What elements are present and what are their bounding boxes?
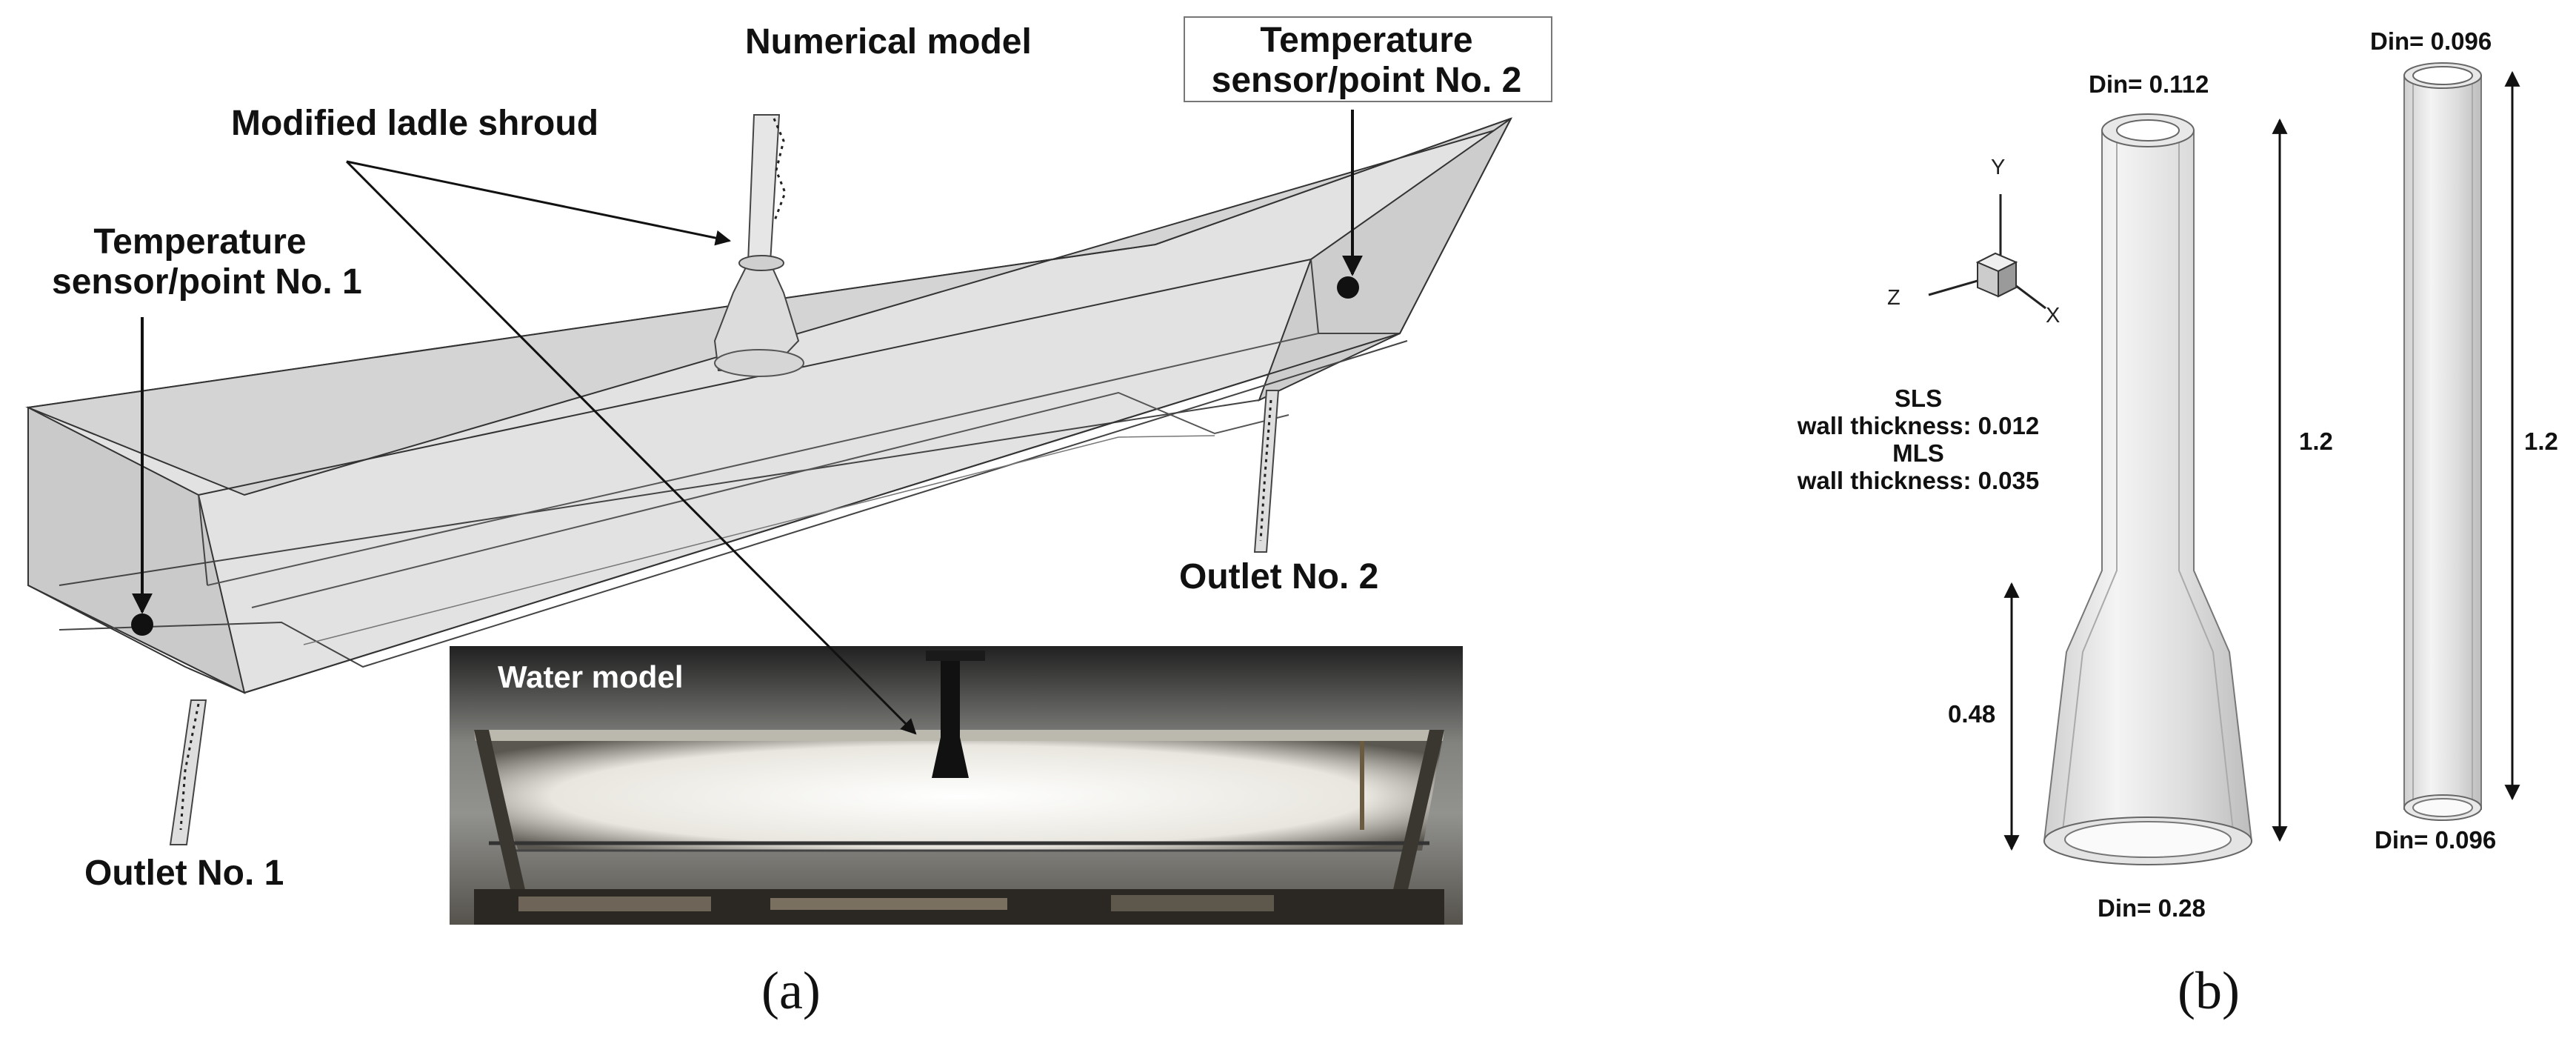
axis-z-label: Z (1887, 286, 1901, 310)
modified-ladle-shroud-model (713, 114, 804, 377)
mls-height-label: 1.2 (2299, 428, 2333, 455)
temperature-sensor-1-label: Temperature sensor/point No. 1 (52, 222, 362, 302)
sls-shroud (2403, 62, 2482, 821)
axis-x-label: X (2046, 304, 2061, 327)
temperature-sensor-1-line-1: Temperature (93, 222, 307, 262)
sls-bottom-din-label: Din= 0.096 (2375, 826, 2497, 854)
sls-wall-thickness: wall thickness: 0.012 (1797, 411, 2040, 439)
sls-label: SLS (1894, 385, 1943, 412)
mls-bell-height-label: 0.48 (1948, 700, 1996, 728)
temperature-point-1-dot (131, 613, 153, 636)
outlet-1-label: Outlet No. 1 (84, 854, 284, 893)
axis-triad (1928, 194, 2046, 310)
axis-y-label: Y (1991, 156, 2006, 179)
caption-b: (b) (2178, 961, 2240, 1020)
mls-top-din-label: Din= 0.112 (2089, 70, 2209, 98)
mls-bottom-din-label: Din= 0.28 (2098, 894, 2206, 922)
numerical-model-label: Numerical model (745, 22, 1032, 61)
modified-ladle-shroud-label: Modified ladle shroud (231, 104, 599, 143)
temperature-sensor-2-line-1: Temperature (1260, 21, 1473, 60)
mls-shroud (2043, 113, 2253, 865)
temperature-sensor-2-box (1184, 16, 1552, 102)
temperature-point-2-dot (1337, 276, 1359, 299)
water-model-label: Water model (498, 659, 684, 694)
mls-wall-thickness: wall thickness: 0.035 (1797, 466, 2040, 494)
sls-top-din-label: Din= 0.096 (2370, 27, 2492, 55)
water-model-photo (450, 646, 1463, 925)
caption-a: (a) (761, 961, 821, 1020)
temperature-sensor-1-line-2: sensor/point No. 1 (52, 262, 362, 302)
outlet-pipes (169, 390, 1280, 845)
outlet-2-label: Outlet No. 2 (1179, 557, 1379, 596)
temperature-sensor-2-line-2: sensor/point No. 2 (1211, 60, 1522, 100)
sls-height-label: 1.2 (2524, 428, 2558, 455)
dimension-arrows-b (2003, 70, 2520, 851)
annotation-arrows-a (132, 110, 1363, 735)
temperature-sensor-2-label: Temperature sensor/point No. 2 (1184, 21, 1549, 101)
mls-label: MLS (1892, 439, 1944, 467)
wall-thickness-labels: SLS wall thickness: 0.012 MLS wall thick… (1763, 385, 2074, 495)
